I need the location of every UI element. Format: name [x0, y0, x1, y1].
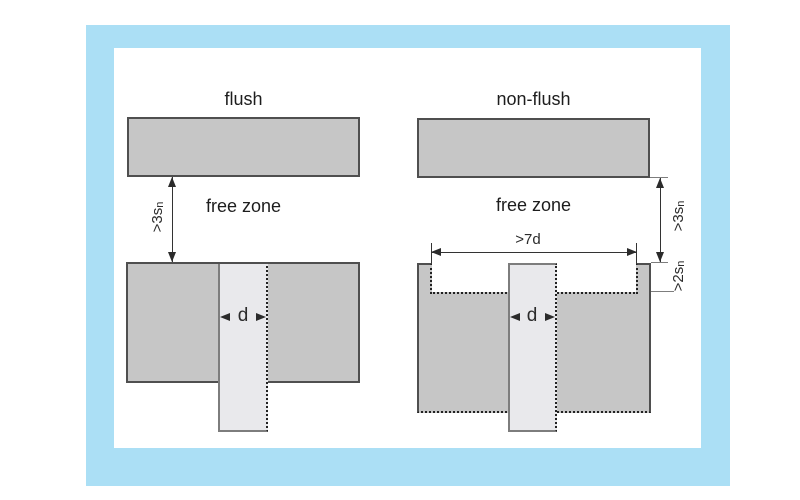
flush-clearance-dimension-line: [172, 177, 173, 262]
non-flush-target-plate: [417, 118, 650, 178]
dimension-subscript: n: [154, 201, 166, 208]
arrow-up-icon: [168, 177, 176, 187]
flush-block-surface-line: [126, 262, 360, 264]
blue-frame: [86, 25, 730, 486]
flush-free-zone-label: free zone: [205, 196, 282, 216]
recess-width-dimension-line: [431, 252, 637, 253]
dimension-text: >3s: [148, 207, 166, 233]
flush-sensor-barrel: [218, 262, 268, 432]
flush-diameter-label: d: [237, 305, 249, 326]
arrow-right-icon: [545, 313, 555, 321]
arrow-left-icon: [220, 313, 230, 321]
dimension-subscript: n: [675, 200, 687, 207]
arrow-up-icon: [656, 178, 664, 188]
recess-width-dimension-label: >7d: [515, 231, 541, 248]
arrow-down-icon: [656, 252, 664, 262]
flush-target-plate: [127, 117, 360, 177]
dimension-subscript: n: [675, 260, 687, 267]
arrow-right-icon: [627, 248, 637, 256]
non-flush-clearance-dimension-line: [660, 178, 661, 262]
arrow-down-icon: [168, 252, 176, 262]
non-flush-diameter-label: d: [526, 305, 538, 326]
flush-diagram-title: flush: [224, 89, 263, 109]
lip-top-extension-line: [651, 262, 668, 263]
mounting-block-left-lip: [417, 263, 432, 294]
non-flush-diagram-title: non-flush: [496, 89, 571, 109]
dimension-text: >2s: [669, 266, 687, 292]
recess-floor-extension-line: [651, 291, 674, 292]
plate-bottom-extension-line: [650, 177, 668, 178]
arrow-right-icon: [256, 313, 266, 321]
non-flush-sensor-barrel: [508, 263, 557, 432]
arrow-left-icon: [510, 313, 520, 321]
arrow-left-icon: [431, 248, 441, 256]
non-flush-free-zone-label: free zone: [495, 195, 572, 215]
mounting-block-right-lip: [636, 263, 651, 294]
dimension-text: >3s: [669, 206, 687, 232]
